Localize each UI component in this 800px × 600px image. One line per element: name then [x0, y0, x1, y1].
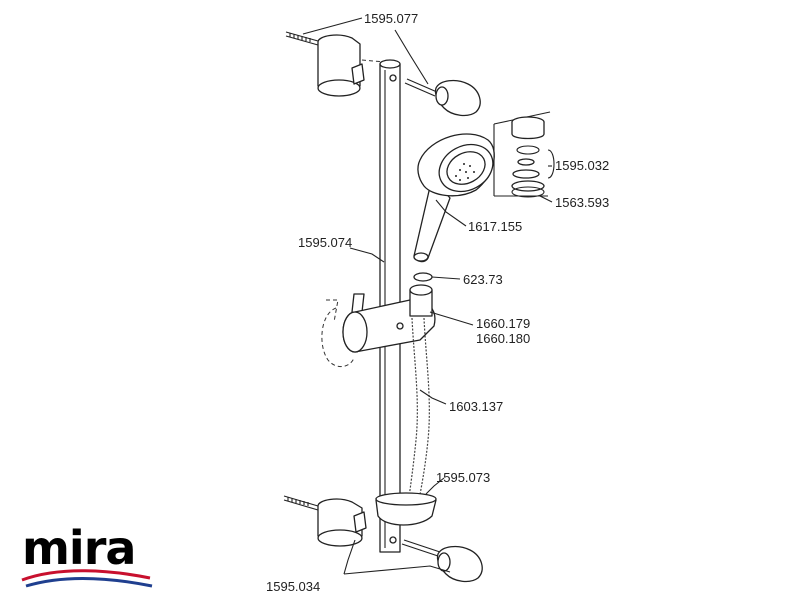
svg-text:mira: mira [22, 521, 135, 575]
slider-unit [321, 284, 436, 367]
logo-swoosh-red [21, 569, 151, 582]
bottom-bracket-screw [283, 495, 319, 511]
label-end-cap-top: 1595.077 [364, 11, 418, 26]
label-riser-rail: 1595.074 [298, 235, 352, 250]
bottom-wall-bracket [283, 495, 483, 583]
label-handset-ring-top: 1595.032 [555, 158, 609, 173]
soap-dish [375, 492, 437, 526]
label-slider-a: 1660.179 [476, 316, 530, 331]
shower-handset [413, 133, 495, 263]
bottom-end-cap [401, 539, 483, 583]
handset-exploded-parts [493, 111, 555, 198]
top-wall-bracket [285, 31, 481, 117]
shower-hose [407, 317, 430, 511]
mira-logo: mira [21, 521, 153, 588]
label-handset: 1617.155 [468, 219, 522, 234]
washer [413, 272, 433, 282]
top-end-cap [404, 78, 481, 117]
label-washer: 623.73 [463, 272, 503, 287]
label-soap-dish: 1595.073 [436, 470, 490, 485]
label-handset-ring-bottom: 1563.593 [555, 195, 609, 210]
label-slider-b: 1660.180 [476, 331, 530, 346]
logo-swoosh-blue [25, 576, 153, 588]
label-bracket-kit: 1595.034 [266, 579, 320, 594]
top-bracket-screw [285, 31, 319, 46]
leader-lines [302, 17, 553, 575]
label-hose: 1603.137 [449, 399, 503, 414]
